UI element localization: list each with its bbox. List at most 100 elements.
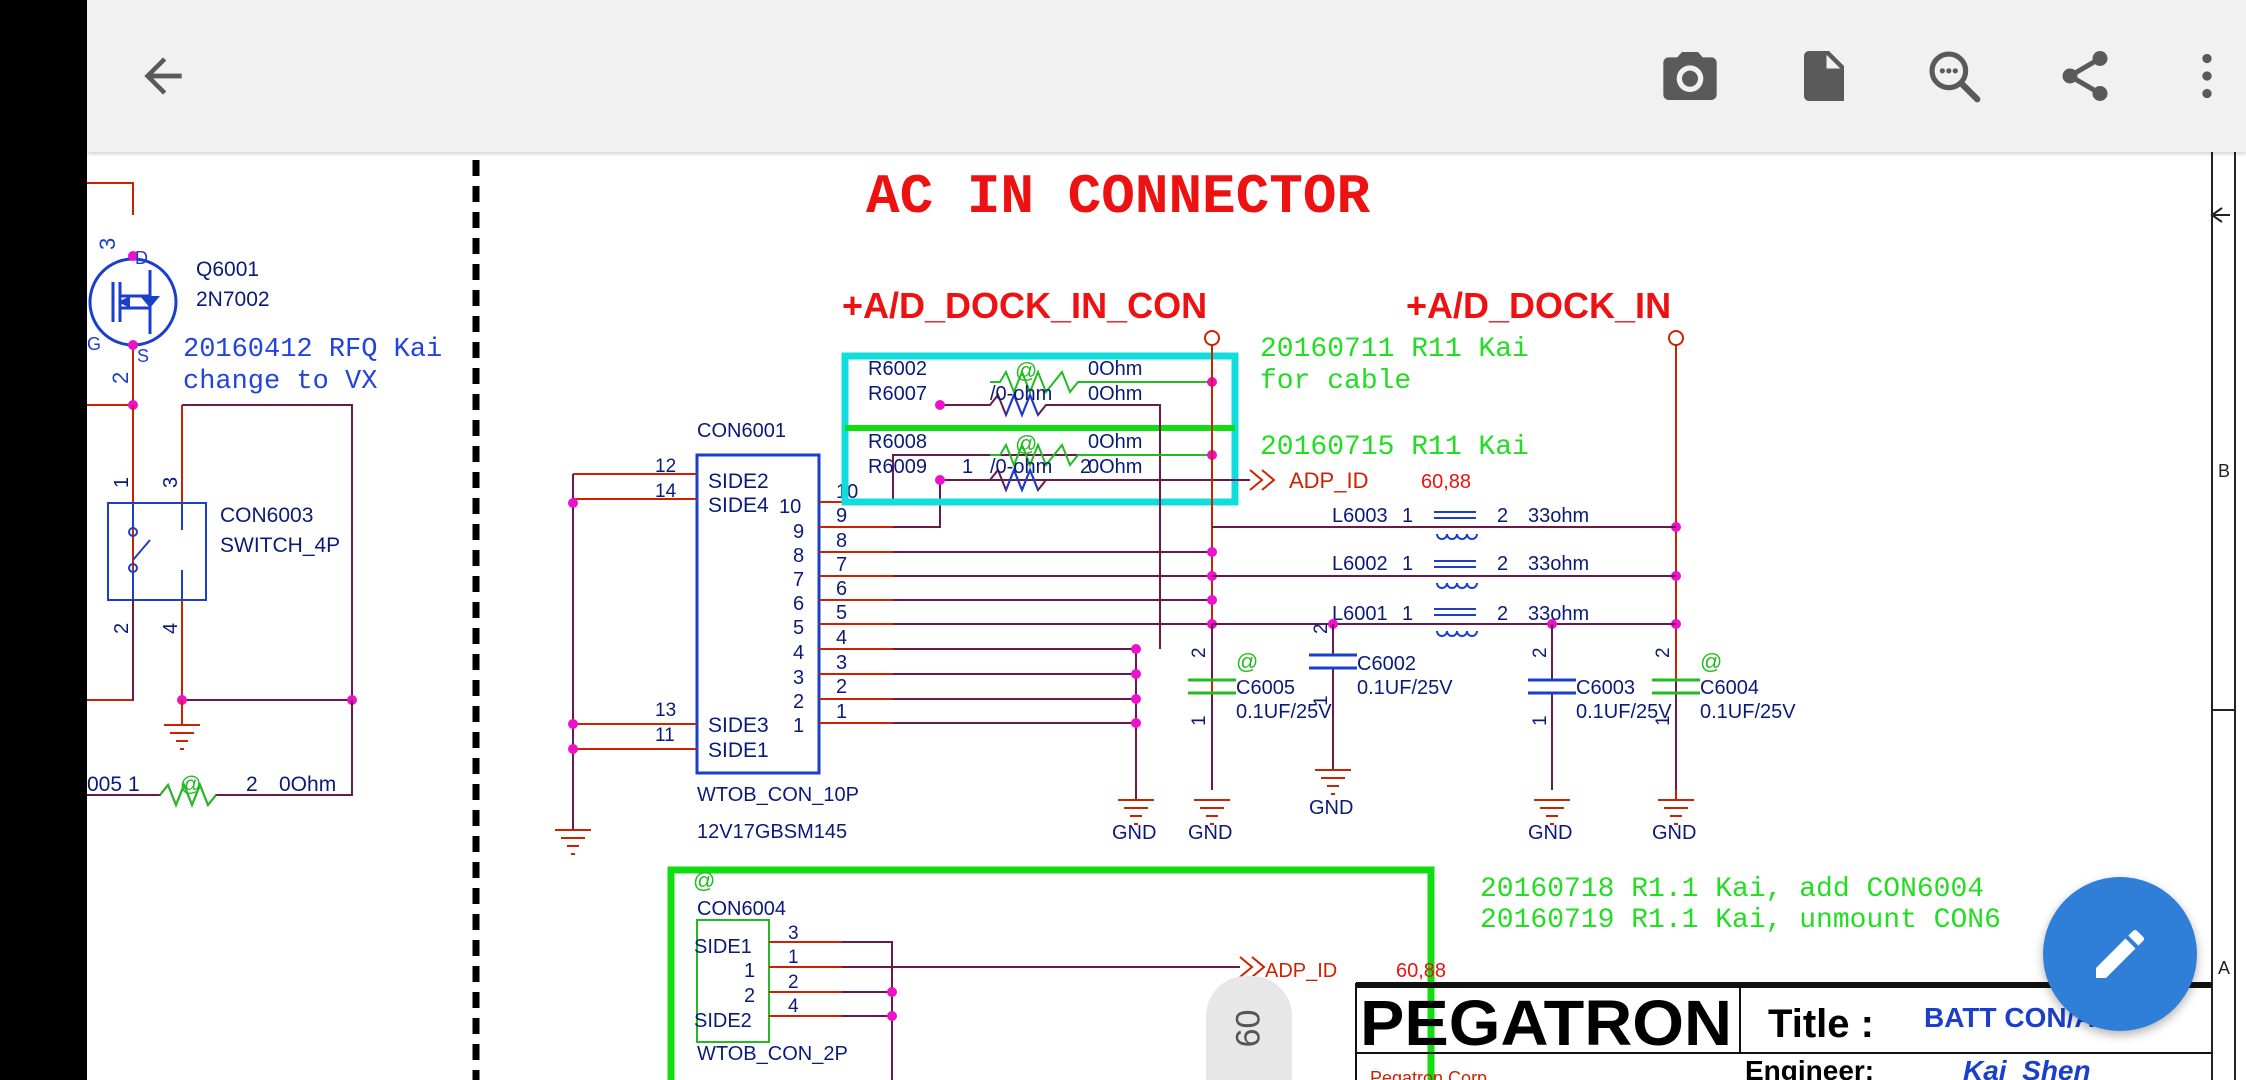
svg-text:@: @ — [1015, 358, 1037, 383]
q6001-part: 2N7002 — [196, 288, 270, 311]
svg-text:60,88: 60,88 — [1396, 960, 1446, 982]
svg-text:2: 2 — [1497, 505, 1508, 527]
zoom-search-button[interactable] — [1914, 36, 1994, 116]
svg-text:0.1UF/25V: 0.1UF/25V — [1357, 677, 1453, 699]
svg-text:1: 1 — [1402, 603, 1413, 625]
svg-text:7: 7 — [836, 554, 847, 576]
svg-text:L6002: L6002 — [1332, 553, 1388, 575]
svg-text:SIDE1: SIDE1 — [694, 936, 752, 958]
cap-c6005-ref: C6005 — [1236, 677, 1295, 699]
pegatron-logo: PEGATRON — [1360, 987, 1732, 1059]
svg-text:/0-ohm: /0-ohm — [990, 383, 1052, 405]
svg-text:1: 1 — [744, 960, 755, 982]
back-button[interactable] — [123, 36, 203, 116]
svg-text:2: 2 — [1497, 603, 1508, 625]
con6001-ref: CON6001 — [697, 420, 786, 442]
svg-text:1: 1 — [128, 773, 140, 796]
svg-text:4: 4 — [788, 996, 799, 1017]
svg-text:2: 2 — [1311, 623, 1332, 634]
svg-text:L6003: L6003 — [1332, 505, 1388, 527]
svg-text:SIDE2: SIDE2 — [694, 1010, 752, 1032]
con6003-ref: CON6003 — [220, 504, 313, 527]
camera-button[interactable] — [1650, 36, 1730, 116]
svg-text:1: 1 — [793, 715, 804, 737]
svg-text:SIDE3: SIDE3 — [708, 714, 769, 737]
svg-text:6: 6 — [793, 593, 804, 615]
con6001-box — [695, 453, 821, 775]
edit-fab-button[interactable] — [2043, 877, 2197, 1031]
svg-text:SIDE1: SIDE1 — [708, 739, 769, 762]
svg-text:11: 11 — [655, 725, 675, 746]
net-dock-in-con: +A/D_DOCK_IN_CON — [842, 285, 1207, 326]
page-number-badge: 60 — [1206, 976, 1292, 1080]
svg-text:R6002: R6002 — [868, 358, 927, 380]
svg-text:2: 2 — [1530, 647, 1551, 658]
more-options-button[interactable] — [2167, 36, 2246, 116]
edit-pencil-icon — [2096, 929, 2145, 978]
svg-text:0Ohm: 0Ohm — [279, 773, 336, 796]
note-r11: 20160715 R11 Kai — [1260, 432, 1529, 463]
svg-text:2: 2 — [111, 623, 133, 634]
con6004-ref: CON6004 — [697, 898, 786, 920]
svg-text:2: 2 — [1497, 553, 1508, 575]
svg-text:/0-ohm: /0-ohm — [990, 456, 1052, 478]
svg-text:5: 5 — [793, 617, 804, 639]
note-cable-line2: for cable — [1260, 366, 1411, 397]
inductor-group — [1212, 511, 1676, 637]
con6001-part1: WTOB_CON_10P — [697, 784, 859, 806]
page-number: 60 — [1229, 1009, 1268, 1047]
svg-text:@: @ — [180, 773, 201, 796]
svg-text:5: 5 — [836, 602, 847, 624]
document-icon — [1804, 51, 1844, 101]
con6003-switch — [107, 502, 207, 601]
svg-text:Engineer:: Engineer: — [1745, 1055, 1874, 1080]
svg-text:3: 3 — [793, 667, 804, 689]
capacitor-group — [1188, 619, 1700, 825]
con6001-part2: 12V17GBSM145 — [697, 821, 847, 843]
svg-text:33ohm: 33ohm — [1528, 505, 1589, 527]
svg-text:GND: GND — [1112, 822, 1156, 844]
svg-text:R6008: R6008 — [868, 431, 927, 453]
svg-text:SIDE4: SIDE4 — [708, 494, 769, 517]
svg-text:2: 2 — [1080, 456, 1091, 478]
svg-text:2: 2 — [1189, 647, 1210, 658]
schematic-page[interactable]: B A AC IN CONNECTOR +A/D_DOCK_IN_CON +A/… — [87, 152, 2246, 1080]
svg-text:14: 14 — [655, 481, 677, 502]
svg-text:R6009: R6009 — [868, 456, 927, 478]
document-button[interactable] — [1784, 36, 1864, 116]
svg-text:2: 2 — [246, 773, 258, 796]
svg-text:G: G — [87, 334, 101, 354]
app-toolbar — [87, 0, 2246, 152]
svg-text:GND: GND — [1188, 822, 1232, 844]
arrow-back-icon — [144, 57, 182, 95]
svg-text:S: S — [137, 346, 149, 366]
share-button[interactable] — [2045, 36, 2125, 116]
svg-text:2: 2 — [836, 676, 847, 698]
svg-text:005: 005 — [87, 773, 122, 796]
svg-text:1: 1 — [1402, 505, 1413, 527]
zoom-search-icon — [1929, 51, 1981, 103]
con6003-part: SWITCH_4P — [220, 534, 340, 557]
svg-text:1: 1 — [962, 456, 973, 478]
svg-text:10: 10 — [779, 496, 801, 518]
svg-text:SIDE2: SIDE2 — [708, 470, 769, 493]
svg-text:4: 4 — [793, 642, 804, 664]
svg-text:0Ohm: 0Ohm — [1088, 431, 1142, 453]
svg-text:1: 1 — [1530, 715, 1551, 726]
border-mark-b: B — [2218, 461, 2230, 481]
svg-text:1: 1 — [111, 477, 133, 488]
svg-text:@: @ — [1015, 431, 1037, 456]
svg-text:4: 4 — [160, 623, 182, 634]
svg-text:@: @ — [1700, 649, 1722, 674]
camera-icon — [1663, 52, 1717, 100]
svg-text:R6007: R6007 — [868, 383, 927, 405]
svg-text:4: 4 — [836, 627, 847, 649]
svg-text:D: D — [135, 248, 148, 268]
note-bottom-line2: 20160719 R1.1 Kai, unmount CON6 — [1480, 905, 2001, 936]
engineer-name: Kai_Shen — [1963, 1055, 2091, 1080]
svg-text:GND: GND — [1652, 822, 1696, 844]
svg-text:@: @ — [693, 868, 715, 893]
svg-text:1: 1 — [1311, 695, 1332, 706]
svg-text:6: 6 — [836, 578, 847, 600]
svg-text:1: 1 — [788, 947, 799, 968]
